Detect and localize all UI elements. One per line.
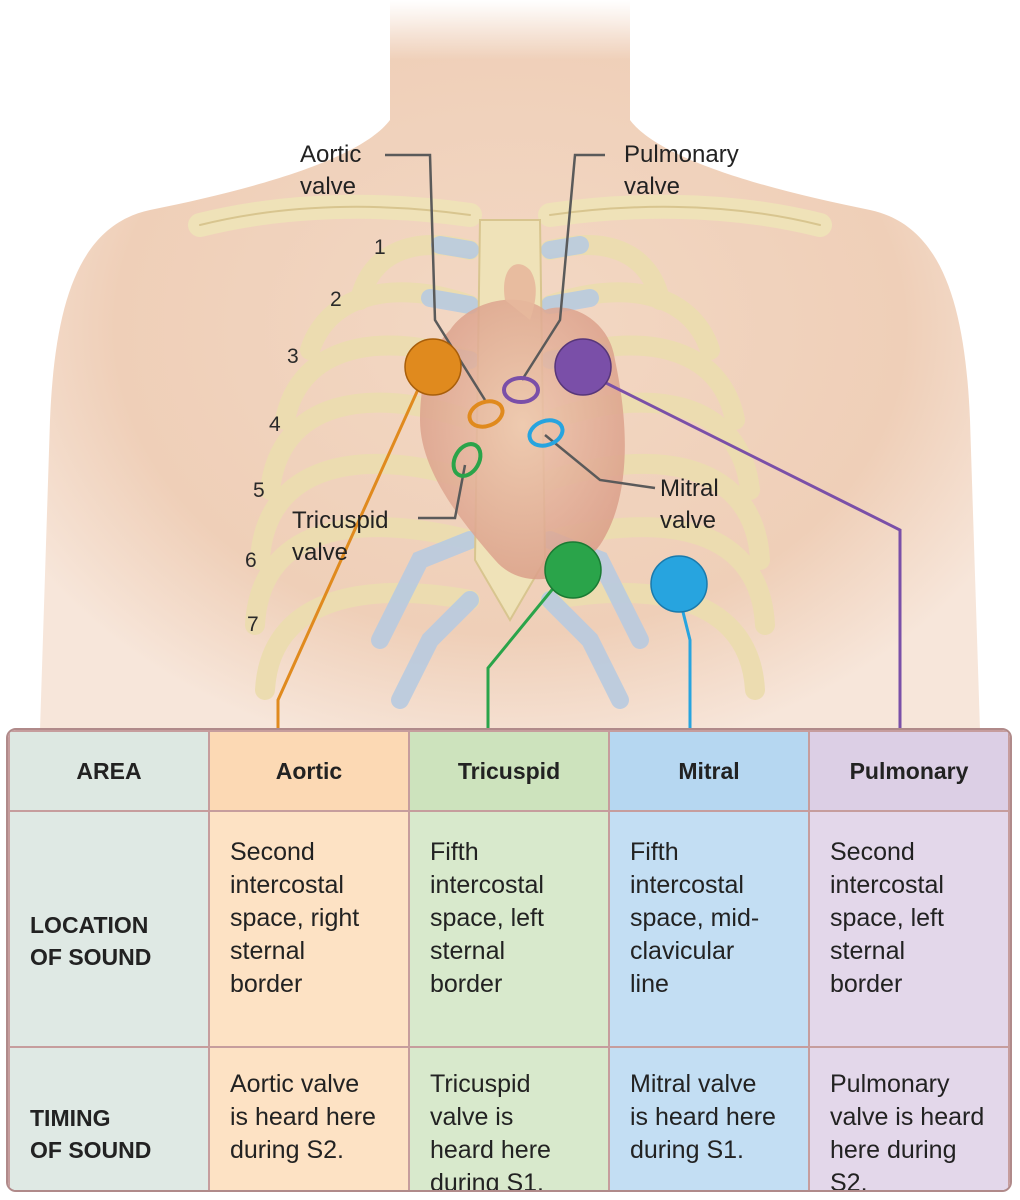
row-label-location: LOCATION OF SOUND: [8, 810, 210, 1048]
tricuspid-area-marker: [544, 541, 602, 599]
location-aortic: Second intercostal space, right sternal …: [208, 810, 410, 1048]
timing-pulmonary: Pulmonary valve is heard here during S2.: [808, 1046, 1010, 1190]
location-tricuspid: Fifth intercostal space, left sternal bo…: [408, 810, 610, 1048]
table-header-row: AREA Aortic Tricuspid Mitral Pulmonary: [8, 730, 1010, 812]
header-tricuspid: Tricuspid: [408, 730, 610, 812]
aortic-valve-ring: [467, 399, 505, 429]
pulmonary-area-marker: [554, 338, 612, 396]
timing-mitral: Mitral valve is heard here during S1.: [608, 1046, 810, 1190]
rib-number-7: 7: [247, 613, 259, 636]
tricuspid-valve-ring: [451, 442, 483, 478]
header-aortic: Aortic: [208, 730, 410, 812]
header-pulmonary: Pulmonary: [808, 730, 1010, 812]
table-row-timing: TIMING OF SOUND Aortic valve is heard he…: [8, 1046, 1010, 1190]
table-row-location: LOCATION OF SOUND Second intercostal spa…: [8, 810, 1010, 1048]
rib-number-4: 4: [269, 413, 281, 436]
rib-number-2: 2: [330, 288, 342, 311]
auscultation-table: AREA Aortic Tricuspid Mitral Pulmonary L…: [6, 728, 1012, 1192]
pulmonary-valve-ring: [502, 376, 540, 404]
mitral-area-marker: [650, 555, 708, 613]
row-label-timing: TIMING OF SOUND: [8, 1046, 210, 1190]
header-area: AREA: [8, 730, 210, 812]
header-mitral: Mitral: [608, 730, 810, 812]
area-connector-lines: [276, 378, 902, 730]
auscultation-areas: [404, 338, 708, 613]
rib-number-1: 1: [374, 236, 386, 259]
rib-number-3: 3: [287, 345, 299, 368]
location-pulmonary: Second intercostal space, left sternal b…: [808, 810, 1010, 1048]
aortic-area-marker: [404, 338, 462, 396]
rib-number-6: 6: [245, 549, 257, 572]
timing-tricuspid: Tricuspid valve is heard here during S1.: [408, 1046, 610, 1190]
rib-numbers: 1 2 3 4 5 6 7: [245, 236, 386, 636]
valve-rings: [451, 376, 565, 478]
rib-number-5: 5: [253, 479, 265, 502]
timing-aortic: Aortic valve is heard here during S2.: [208, 1046, 410, 1190]
mitral-valve-ring: [527, 418, 565, 448]
location-mitral: Fifth intercostal space, mid- clavicular…: [608, 810, 810, 1048]
